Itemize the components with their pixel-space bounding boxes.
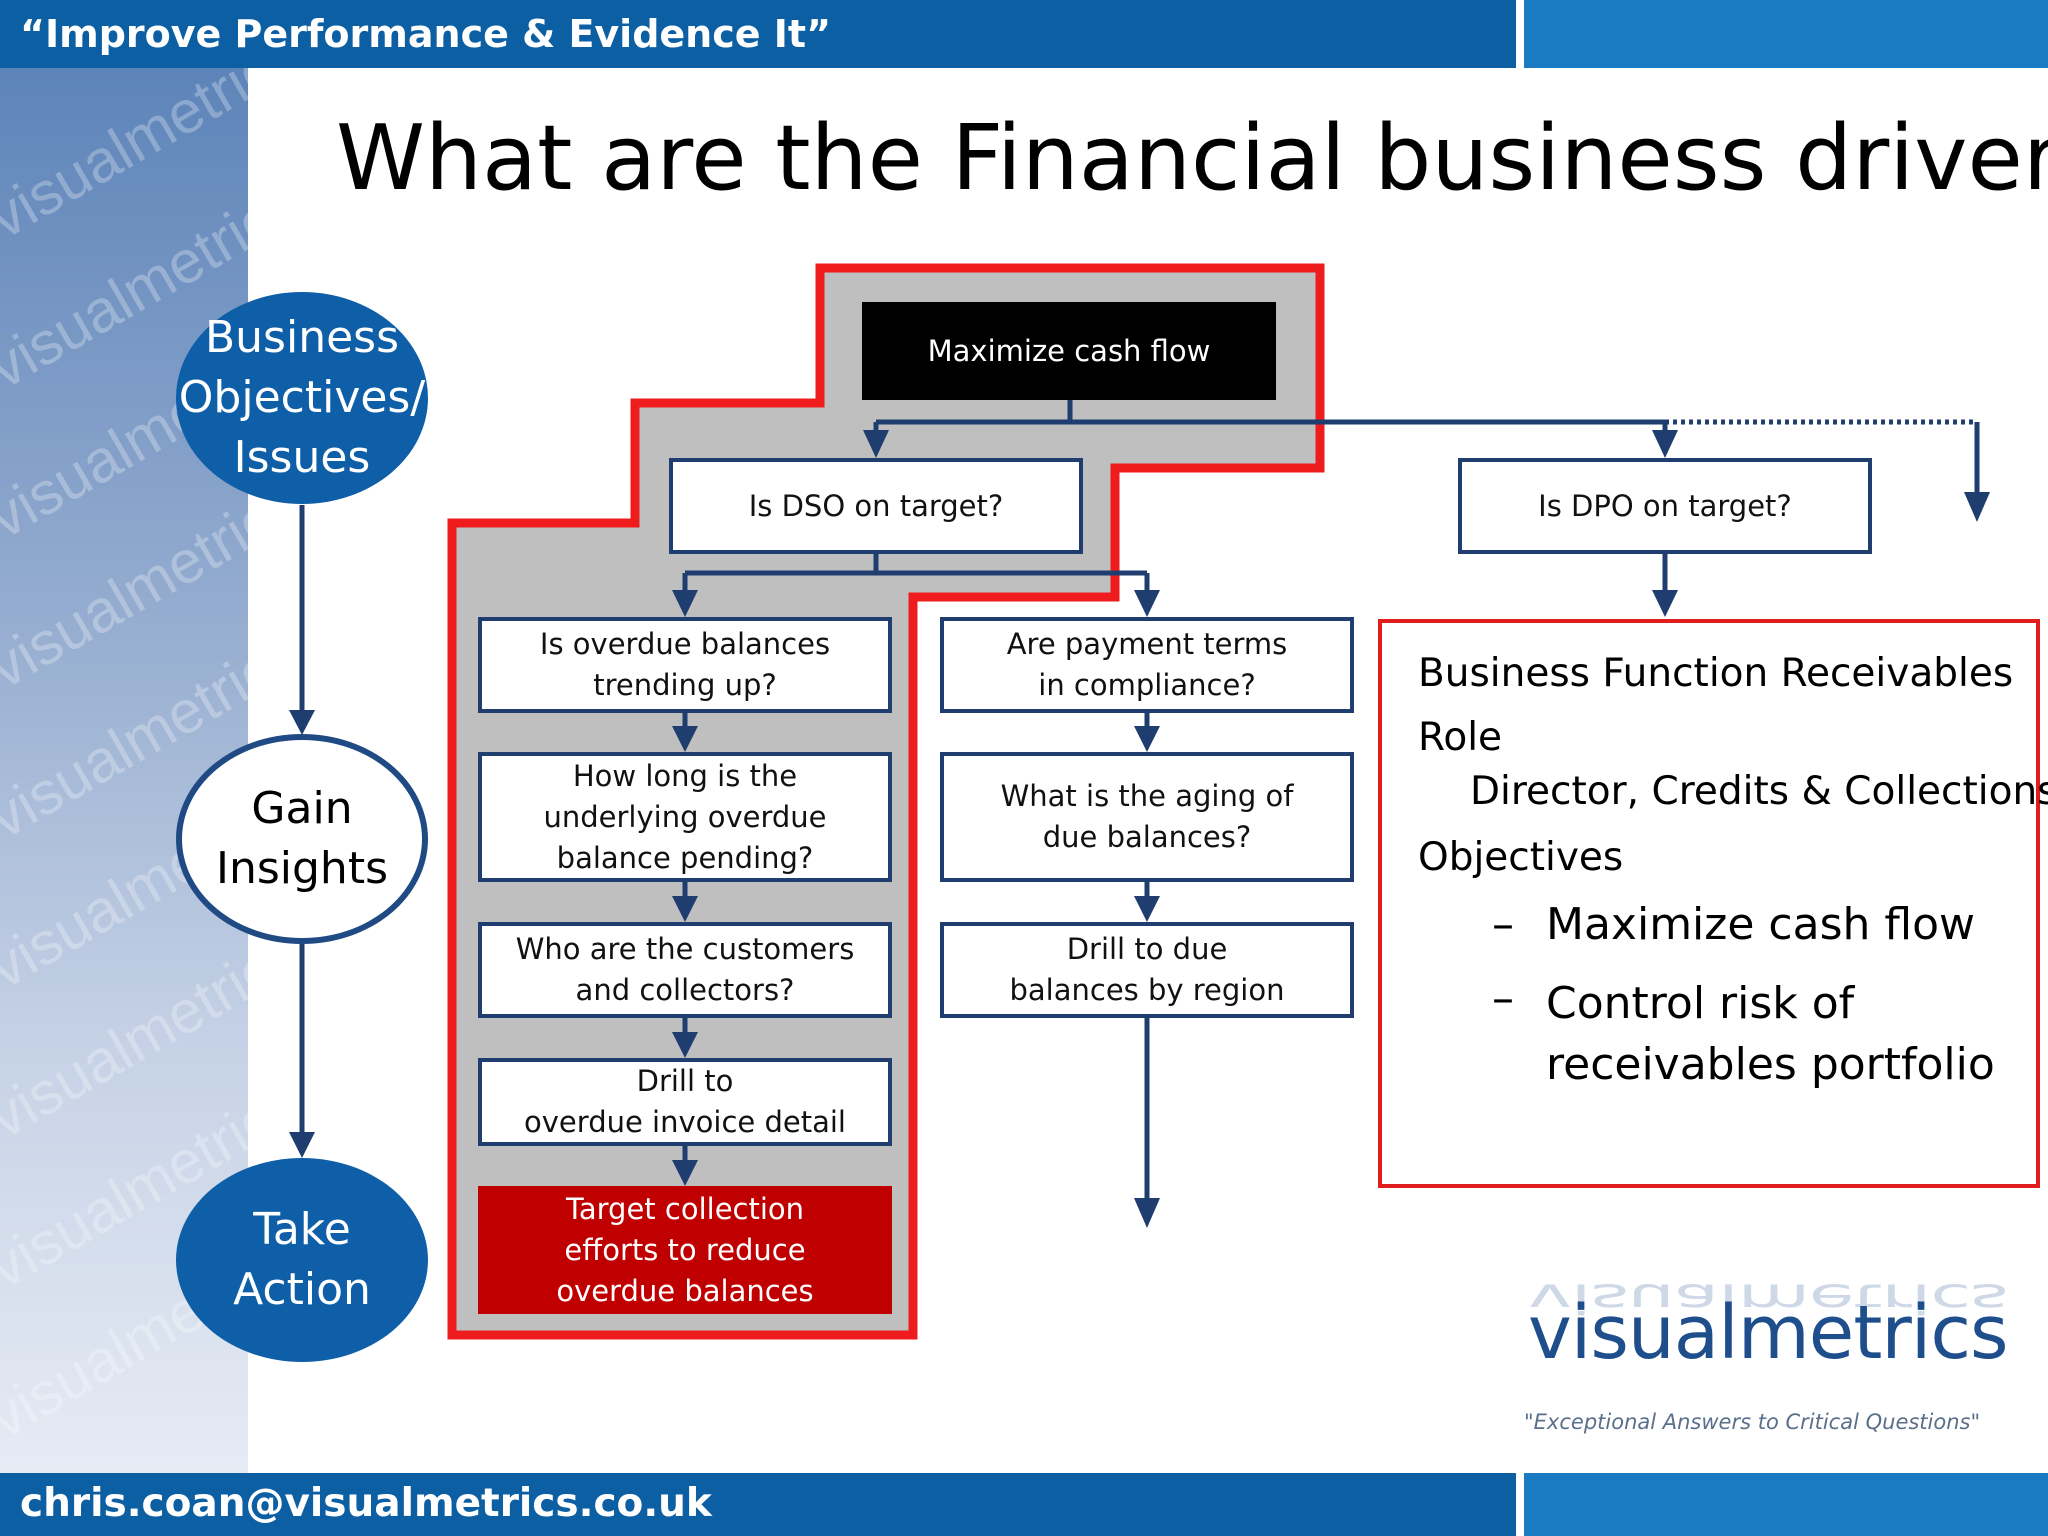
tree-arrowhead [1652, 430, 1678, 458]
target-collection-action-node: Target collection efforts to reduce over… [478, 1186, 892, 1314]
tree-arrowhead [672, 1032, 698, 1058]
aging-node: What is the aging of due balances? [940, 752, 1354, 882]
stage-take-action: Take Action [176, 1158, 428, 1362]
bullet-dash: – [1492, 899, 1514, 950]
stage-business-objectives: Business Objectives/ Issues [176, 292, 428, 504]
objective-item: Maximize cash flow [1546, 899, 1975, 950]
tree-arrowhead [1134, 726, 1160, 752]
footer-email: chris.coan@visualmetrics.co.uk [20, 1481, 712, 1526]
footer-bar-accent [1524, 1473, 2048, 1536]
tree-arrowhead [1964, 492, 1990, 522]
bullet-dash: – [1492, 973, 1514, 1024]
due-balances-region-node: Drill to due balances by region [940, 922, 1354, 1018]
customers-collectors-node: Who are the customers and collectors? [478, 922, 892, 1018]
tree-arrowhead [1134, 1198, 1160, 1228]
page-title: What are the Financial business drivers [336, 106, 2048, 211]
root-node: Maximize cash flow [862, 302, 1276, 400]
tree-arrowhead [672, 590, 698, 617]
overdue-duration-node: How long is the underlying overdue balan… [478, 752, 892, 882]
business-function-label: Business Function Receivables [1418, 651, 2014, 696]
dpo-node: Is DPO on target? [1458, 458, 1872, 554]
objectives-label: Objectives [1418, 835, 1624, 880]
header-bar: “Improve Performance & Evidence It” [0, 0, 1516, 68]
tree-arrowhead [672, 896, 698, 922]
logo-wordmark: visualmetrics [1528, 1290, 2009, 1376]
footer-bar: chris.coan@visualmetrics.co.uk [0, 1473, 1516, 1536]
dso-node: Is DSO on target? [669, 458, 1083, 554]
logo-tagline: "Exceptional Answers to Critical Questio… [1524, 1410, 1981, 1434]
tree-arrowhead [1652, 590, 1678, 617]
logo-reflection: visualmetrics [1528, 1274, 2008, 1322]
overdue-invoice-detail-node: Drill to overdue invoice detail [478, 1058, 892, 1146]
overdue-trend-node: Is overdue balances trending up? [478, 617, 892, 713]
tree-arrowhead [672, 1160, 698, 1186]
header-tagline: “Improve Performance & Evidence It” [20, 12, 832, 56]
stage-arrowhead [289, 710, 315, 735]
tree-arrowhead [672, 726, 698, 752]
business-function-panel: Business Function Receivables Role Direc… [1378, 619, 2048, 1188]
tree-arrowhead [863, 430, 889, 458]
header-bar-accent [1524, 0, 2048, 68]
payment-terms-node: Are payment terms in compliance? [940, 617, 1354, 713]
objective-item: Control risk of receivables portfolio [1546, 978, 1995, 1090]
stage-gain-insights: Gain Insights [176, 734, 428, 944]
role-label: Role [1418, 715, 1503, 760]
tree-arrowhead [1134, 896, 1160, 922]
tree-arrowhead [1134, 590, 1160, 617]
stage-arrowhead [289, 1132, 315, 1158]
role-value: Director, Credits & Collections [1470, 769, 2048, 814]
